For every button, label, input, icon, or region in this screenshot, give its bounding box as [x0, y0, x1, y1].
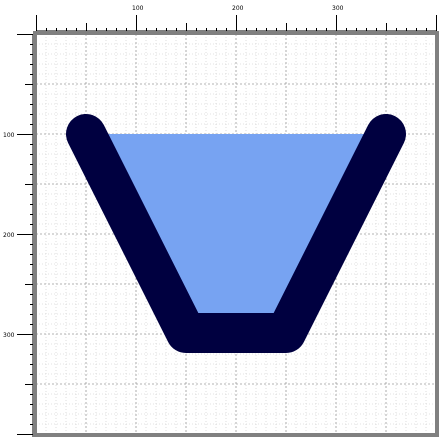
top-ruler-label-300: 300 — [332, 5, 344, 12]
left-ruler-label-300: 300 — [3, 332, 15, 339]
left-ruler — [17, 34, 34, 437]
canvas-border — [33, 31, 439, 437]
left-ruler-label-100: 100 — [3, 132, 15, 139]
top-ruler-label-200: 200 — [232, 5, 244, 12]
top-ruler-label-100: 100 — [132, 5, 144, 12]
top-ruler — [36, 15, 437, 32]
container-outline — [66, 114, 406, 353]
left-ruler-label-200: 200 — [3, 232, 15, 239]
